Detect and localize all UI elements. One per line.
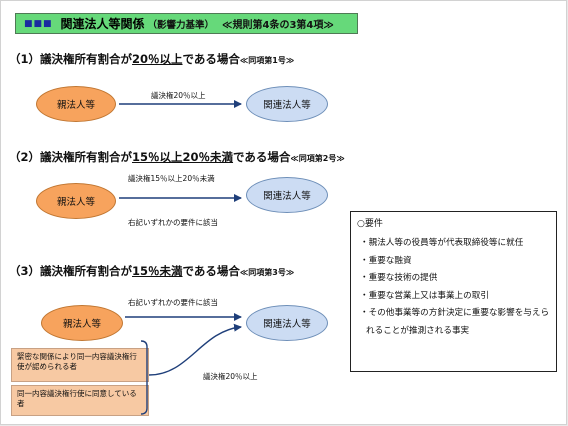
section-2-heading: （2）議決権所有割合が15％以上20％未満である場合≪同項第2号≫ — [9, 149, 345, 165]
slide-title: 関連法人等関係 — [60, 17, 145, 31]
section-1-related-node: 関連法人等 — [246, 86, 328, 122]
section-3-arrow-label-top: 右記いずれかの要件に該当 — [128, 298, 218, 307]
requirement-item: ・親法人等の役員等が代表取締役等に就任 — [360, 238, 524, 248]
section-2-heading-prefix: （2）議決権所有割合が — [9, 150, 133, 164]
slide-title-qualifier: （影響力基準） — [147, 19, 215, 31]
section-3-heading-reference: ≪同項第3号≫ — [239, 268, 295, 277]
section-1-arrow-label: 議決権20％以上 — [151, 91, 206, 100]
title-bar: ■■■ 関連法人等関係 （影響力基準） ≪規則第4条の3第4項≫ — [15, 13, 358, 34]
slide-title-reference: ≪規則第4条の3第4項≫ — [222, 20, 334, 31]
section-2-parent-node: 親法人等 — [36, 183, 116, 219]
section-2-heading-suffix: である場合 — [233, 150, 291, 164]
section-2-related-node: 関連法人等 — [246, 177, 328, 213]
section-1-heading-suffix: である場合 — [182, 52, 240, 66]
section-2-heading-reference: ≪同項第2号≫ — [290, 154, 345, 163]
requirement-item: ・重要な営業上又は事業上の取引 — [360, 290, 489, 301]
section-3-heading-suffix: である場合 — [182, 264, 240, 278]
section-2-heading-highlight: 15％以上20％未満 — [132, 150, 234, 164]
title-bullet-icon: ■■■ — [24, 18, 53, 29]
section-1-parent-node: 親法人等 — [36, 86, 116, 122]
requirements-box: ○要件 ・親法人等の役員等が代表取締役等に就任 ・重要な融資 ・重要な技術の提供… — [350, 211, 557, 372]
section-3-arrow-label-bottom: 議決権20％以上 — [203, 372, 258, 381]
requirement-item: ・その他事業等の方針決定に重要な影響を与えられることが推測される事実 — [360, 308, 550, 336]
section-3-heading-prefix: （3）議決権所有割合が — [9, 264, 133, 278]
requirement-item: ・重要な技術の提供 — [360, 273, 438, 283]
section-1-heading-highlight: 20％以上 — [132, 52, 183, 66]
section-3-condition-bracket — [140, 340, 148, 415]
section-3-combined-arrow — [148, 323, 242, 376]
section-3-related-node: 関連法人等 — [246, 305, 328, 341]
section-3-heading-highlight: 15％未満 — [132, 264, 183, 278]
section-1-heading-prefix: （1）議決権所有割合が — [9, 52, 133, 66]
section-1-heading: （1）議決権所有割合が20％以上である場合≪同項第1号≫ — [9, 51, 294, 67]
requirement-item: ・重要な融資 — [360, 255, 412, 266]
requirements-list: ・親法人等の役員等が代表取締役等に就任 ・重要な融資 ・重要な技術の提供 ・重要… — [357, 235, 550, 340]
requirements-title: ○要件 — [357, 219, 383, 229]
section-2-arrow-label-bottom: 右記いずれかの要件に該当 — [128, 218, 218, 227]
section-3-condition-consent: 同一内容議決権行使に同意している者 — [11, 385, 149, 416]
section-3-parent-node: 親法人等 — [41, 305, 123, 341]
section-2-arrow-label-top: 議決権15％以上20％未満 — [128, 174, 215, 183]
section-3-condition-close-relation: 緊密な関係により同一内容議決権行使が認められる者 — [11, 348, 149, 382]
section-1-heading-reference: ≪同項第1号≫ — [239, 56, 295, 65]
section-3-heading: （3）議決権所有割合が15％未満である場合≪同項第3号≫ — [9, 263, 294, 279]
